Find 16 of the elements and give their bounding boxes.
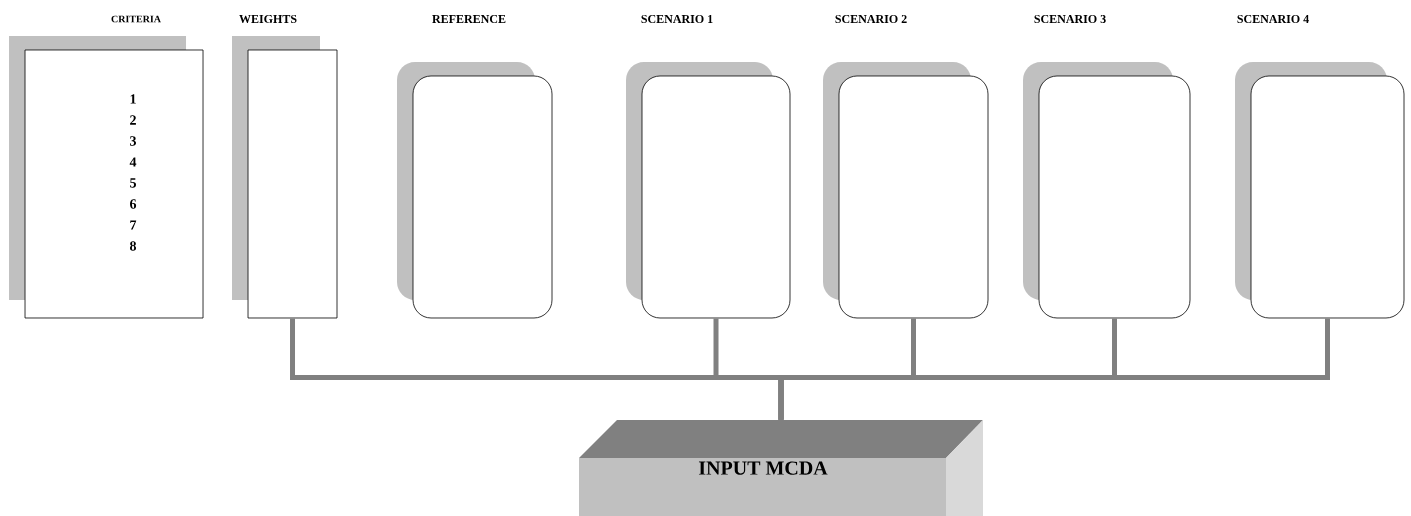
rounded-box: SCENARIO 1 bbox=[626, 14, 791, 319]
node-label: SCENARIO 4 bbox=[1237, 14, 1309, 24]
rounded-box: REFERENCE bbox=[397, 14, 553, 319]
box-drawing: INPUT MCDA bbox=[579, 420, 983, 516]
list-box: WEIGHTS bbox=[232, 14, 338, 319]
node-label: REFERENCE bbox=[432, 14, 506, 24]
node-label: SCENARIO 2 bbox=[835, 14, 907, 24]
list-box: CRITERIA 1 2 3 4 5 6 7 8 bbox=[9, 15, 204, 319]
rounded-box: SCENARIO 3 bbox=[1023, 14, 1191, 319]
node-label: WEIGHTS bbox=[239, 14, 297, 24]
rounded-box: SCENARIO 4 bbox=[1235, 14, 1405, 319]
node-label: SCENARIO 3 bbox=[1034, 14, 1106, 24]
connector bbox=[778, 318, 1330, 420]
node-label: CRITERIA bbox=[111, 15, 161, 23]
rounded-box: SCENARIO 2 bbox=[823, 14, 989, 319]
node-label: SCENARIO 1 bbox=[641, 14, 713, 24]
